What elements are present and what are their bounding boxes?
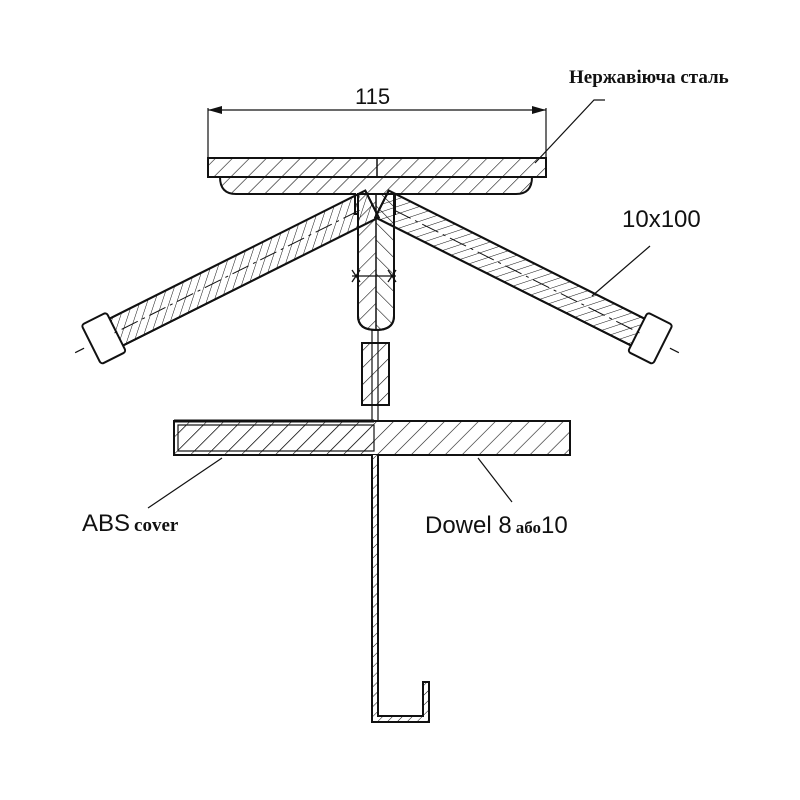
abs-cover-label: ABS cover bbox=[82, 512, 178, 536]
left-bolt bbox=[74, 189, 381, 365]
leader-abs bbox=[147, 457, 223, 509]
material-label: Нержавіюча сталь bbox=[569, 67, 729, 88]
top-plate bbox=[207, 157, 547, 178]
right-bolt bbox=[373, 189, 680, 365]
abs-sub-text: cover bbox=[134, 515, 179, 536]
dowel-label: Dowel 8 або10 bbox=[425, 514, 568, 538]
leader-dowel bbox=[477, 457, 513, 503]
dowel-plate bbox=[173, 419, 571, 456]
spacer-block bbox=[361, 330, 390, 420]
dimension-label: 115 bbox=[355, 84, 391, 109]
weld-marks bbox=[351, 269, 397, 283]
j-hook bbox=[371, 455, 430, 723]
leader-bolt bbox=[591, 245, 651, 297]
abs-main-text: ABS bbox=[82, 510, 131, 537]
dowel-main-text: Dowel 8 bbox=[425, 512, 512, 539]
dowel-size-text: 10 bbox=[541, 512, 568, 539]
bolt-label: 10x100 bbox=[622, 206, 701, 233]
dimension-115 bbox=[207, 106, 547, 158]
leader-material bbox=[534, 99, 605, 164]
dowel-or-text: або bbox=[515, 518, 541, 537]
stem bbox=[357, 193, 395, 332]
